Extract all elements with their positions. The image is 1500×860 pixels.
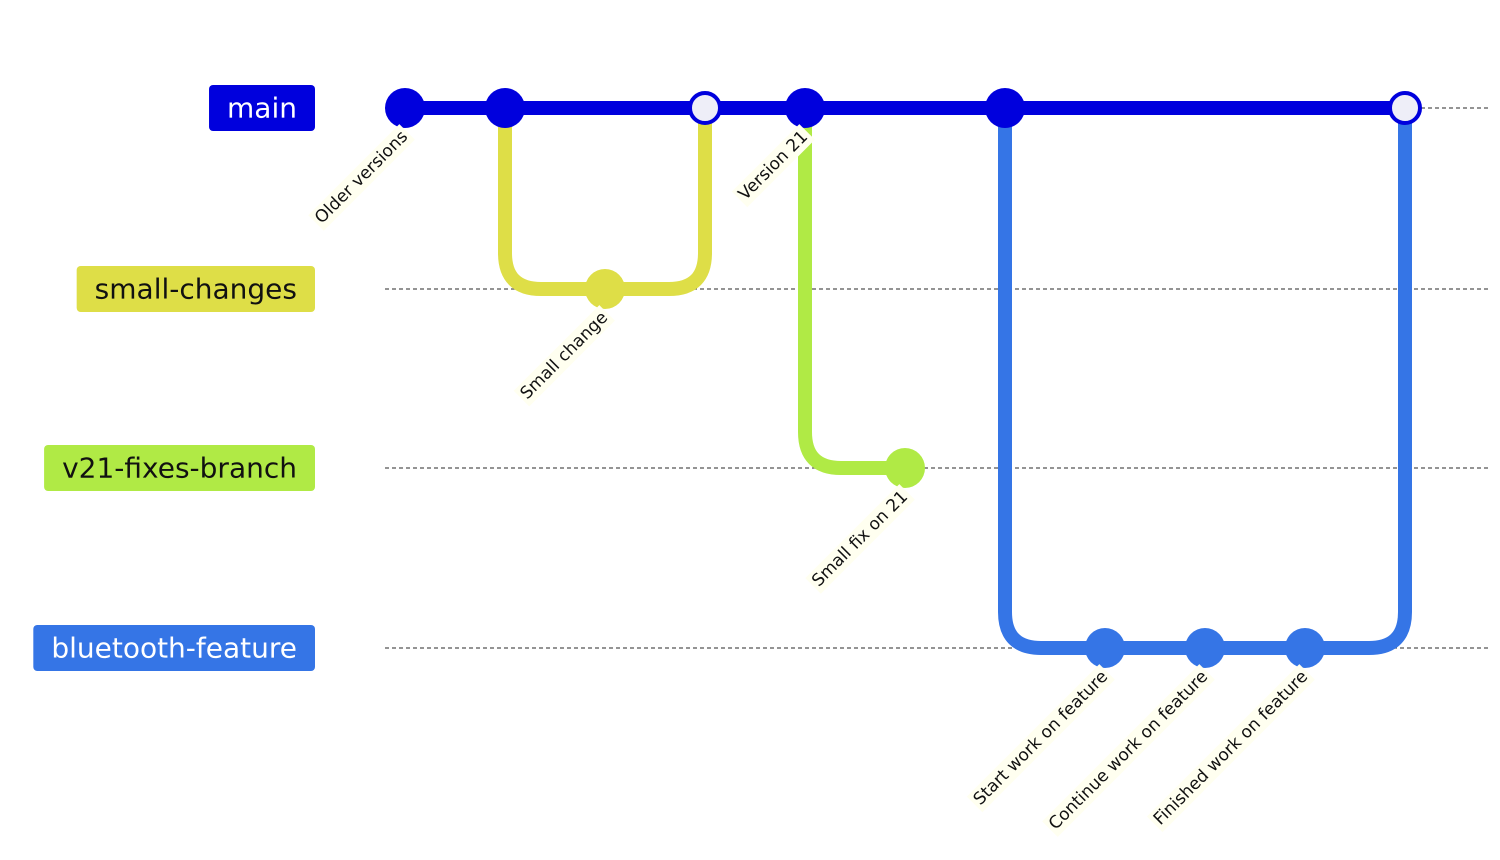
commit-label-bg [1042,664,1215,837]
commit-label-text: Continue work on feature [1045,667,1212,834]
branch-label-text: v21-fixes-branch [62,452,297,485]
branch-label-text: small-changes [95,273,297,306]
commit-c10 [1285,628,1325,668]
commit-c1 [385,88,425,128]
commit-c8 [1085,628,1125,668]
commit-c5 [785,88,825,128]
branch-label-bluetooth-feature: bluetooth-feature [33,625,315,671]
commit-label-bg [731,124,815,208]
branch-label-main: main [209,85,315,131]
commit-label-bg [1146,664,1315,833]
commit-label-text: Small change [516,308,612,404]
commit-label-text: Older versions [311,127,412,228]
commit-label-c10: Finished work on feature [1146,664,1315,833]
commit-label-bg [308,124,415,231]
edge-c2-c3 [498,101,612,296]
edge-c5-c6 [798,101,912,475]
commit-c6 [885,448,925,488]
commit-label-c6: Small fix on 21 [805,484,915,594]
commit-label-bg [966,664,1115,813]
branch-label-v21-fixes-branch: v21-fixes-branch [44,445,315,491]
commit-c2 [485,88,525,128]
commit-c4 [688,91,722,125]
commit-label-bg [513,305,615,407]
commit-label-c3: Small change [513,305,615,407]
branch-label-box [44,445,315,491]
edge-c7-c8 [998,101,1112,655]
branch-label-box [209,85,315,131]
branch-labels: main small-changes v21-fixes-branch bluetoo… [33,85,315,671]
commit-label-bg [805,484,915,594]
branch-label-box [76,266,315,312]
commit-label-c9: Continue work on feature [1042,664,1215,837]
commit-label-text: Small fix on 21 [808,487,912,591]
edge-c10-c11 [1298,101,1412,655]
edge-c3-c4 [598,101,712,296]
commit-c11 [1388,91,1422,125]
branch-label-text: main [227,92,297,125]
commit-c3 [585,269,625,309]
commit-c9 [1185,628,1225,668]
branch-label-small-changes: small-changes [76,266,315,312]
branch-label-text: bluetooth-feature [51,632,297,665]
branch-label-box [33,625,315,671]
commits [385,88,1422,668]
commit-label-c1: Older versions [308,124,415,231]
commit-c7 [985,88,1025,128]
